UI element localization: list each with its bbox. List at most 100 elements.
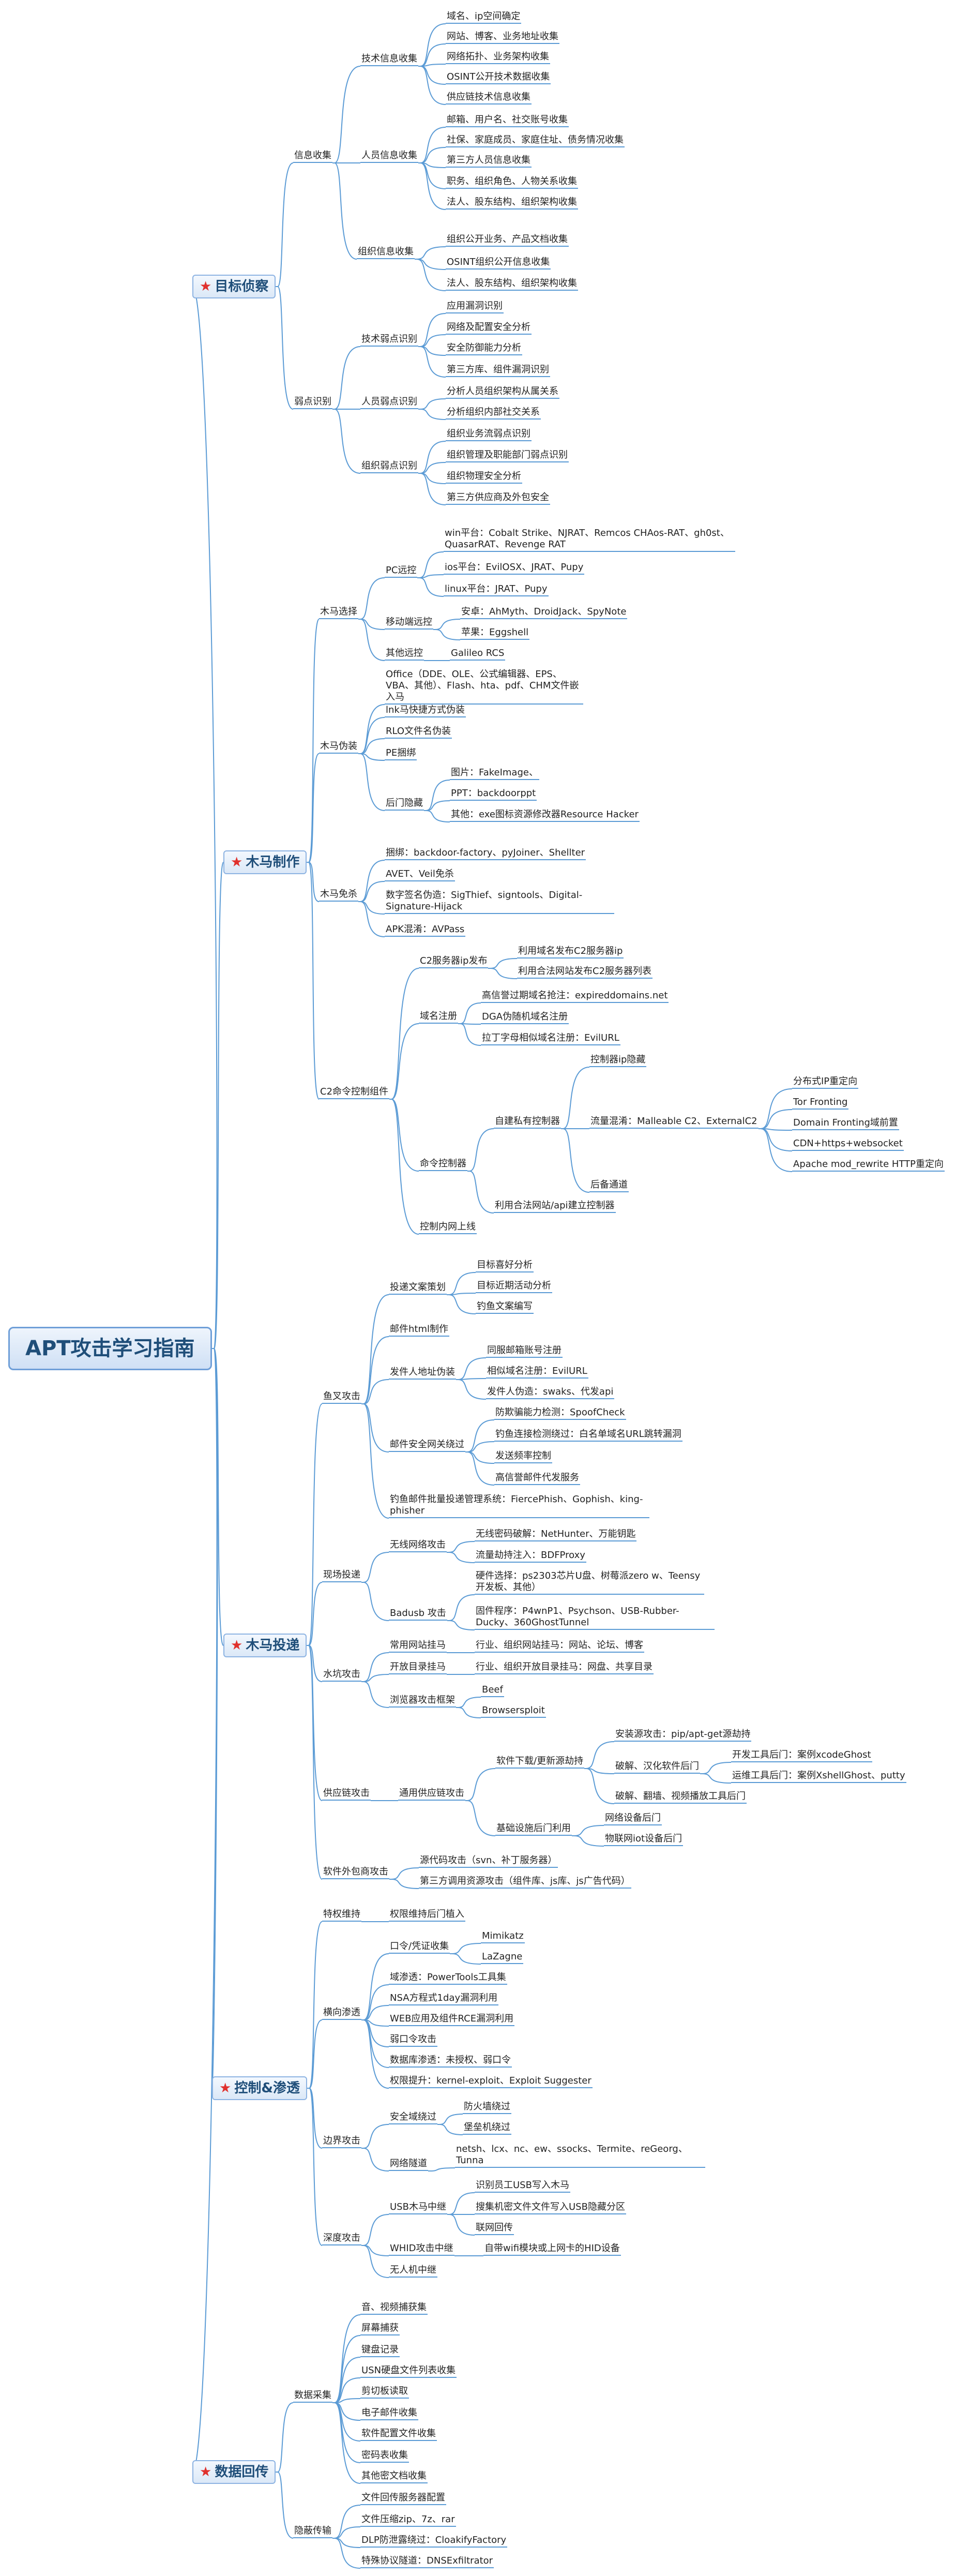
leaf-lateral-4[interactable]: 数据库渗透：未授权、弱口令 (389, 2055, 512, 2068)
leaf-bypass-0[interactable]: 防欺骗能力检测：SpoofCheck (494, 1407, 626, 1420)
leaf-cred-0[interactable]: Mimikatz (481, 1930, 525, 1943)
leaf-bypass-2[interactable]: 发送频率控制 (494, 1450, 552, 1463)
leaf-domain-0[interactable]: 高信誉过期域名抢注：expireddomains.net (481, 990, 669, 1003)
leaf-collect-8[interactable]: 其他密文档收集 (360, 2470, 428, 2483)
leaf-rlo[interactable]: RLO文件名伪装 (385, 726, 452, 739)
branch-other-rc[interactable]: 其他远控 (385, 648, 424, 661)
leaf-people-info-4[interactable]: 法人、股东结构、组织架构收集 (446, 197, 578, 209)
leaf-pic[interactable]: 图片：FakeImage、 (450, 767, 539, 780)
leaf-org-info-1[interactable]: OSINT组织公开信息收集 (446, 257, 551, 269)
branch-bypass[interactable]: 邮件安全网关绕过 (389, 1439, 465, 1452)
branch-trojan-evade[interactable]: 木马免杀 (319, 889, 358, 902)
leaf-people-info-1[interactable]: 社保、家庭成员、家庭住址、债务情况收集 (446, 134, 625, 147)
leaf-org-weak-2[interactable]: 组织物理安全分析 (446, 471, 522, 484)
leaf-tech-weak-0[interactable]: 应用漏洞识别 (446, 301, 504, 313)
leaf-pe[interactable]: PE捆绑 (385, 747, 417, 760)
leaf-cred-1[interactable]: LaZagne (481, 1951, 524, 1964)
leaf-whid[interactable]: 自带wifi模块或上网卡的HID设备 (483, 2243, 621, 2256)
leaf-traffic-0[interactable]: 分布式IP重定向 (792, 1076, 859, 1089)
leaf-lateral-2[interactable]: WEB应用及组件RCE漏洞利用 (389, 2013, 515, 2026)
leaf-lateral-1[interactable]: NSA方程式1day漏洞利用 (389, 1993, 499, 2005)
leaf-collect-2[interactable]: 键盘记录 (360, 2344, 400, 2357)
leaf-lateral-3[interactable]: 弱口令攻击 (389, 2034, 437, 2047)
branch-sec-domain[interactable]: 安全域绕过 (389, 2111, 437, 2124)
leaf-tech-weak-2[interactable]: 安全防御能力分析 (446, 342, 522, 355)
leaf-common-site[interactable]: 行业、组织网站挂马：网站、论坛、博客 (475, 1640, 644, 1653)
branch-sender[interactable]: 发件人地址伪装 (389, 1367, 456, 1380)
branch-open-dir[interactable]: 开放目录挂马 (389, 1661, 447, 1674)
leaf-intranet[interactable]: 控制内网上线 (419, 1221, 477, 1234)
branch-deep[interactable]: 深度攻击 (322, 2233, 361, 2245)
branch-tunnel[interactable]: 网络隧道 (389, 2158, 428, 2171)
leaf-tech-info-1[interactable]: 网站、博客、业务地址收集 (446, 31, 559, 44)
branch-watering[interactable]: 水坑攻击 (322, 1669, 361, 1682)
leaf-tech-weak-3[interactable]: 第三方库、组件漏洞识别 (446, 364, 550, 377)
leaf-collect-3[interactable]: USN硬盘文件列表收集 (360, 2365, 457, 2378)
branch-people-info[interactable]: 人员信息收集 (360, 150, 418, 163)
category-control[interactable]: ★控制&渗透 (212, 2076, 307, 2100)
leaf-c2-ip-0[interactable]: 利用域名发布C2服务器ip (517, 946, 624, 958)
leaf-collect-5[interactable]: 电子邮件收集 (360, 2407, 418, 2420)
leaf-tunnel[interactable]: netsh、lcx、nc、ew、ssocks、Termite、reGeorg、T… (455, 2144, 705, 2168)
leaf-badusb-1[interactable]: 固件程序：P4wnP1、Psychson、USB-Rubber-Ducky、36… (475, 1606, 715, 1630)
leaf-org-info-2[interactable]: 法人、股东结构、组织架构收集 (446, 278, 578, 291)
leaf-backup[interactable]: 后备通道 (589, 1179, 629, 1192)
leaf-android[interactable]: 安卓：AhMyth、DroidJack、SpyNote (460, 606, 628, 619)
leaf-traffic-3[interactable]: CDN+https+websocket (792, 1138, 904, 1151)
leaf-wireless-1[interactable]: 流量劫持注入：BDFProxy (475, 1550, 586, 1563)
leaf-install-src[interactable]: 安装源攻击：pip/apt-get源劫持 (614, 1729, 752, 1742)
leaf-crack-0[interactable]: 开发工具后门：案例xcodeGhost (731, 1749, 872, 1762)
branch-transfer[interactable]: 隐蔽传输 (293, 2525, 332, 2538)
leaf-collect-7[interactable]: 密码表收集 (360, 2450, 409, 2463)
leaf-tech-info-4[interactable]: 供应链技术信息收集 (446, 92, 532, 104)
leaf-sec-domain-1[interactable]: 堡垒机绕过 (463, 2122, 511, 2135)
branch-browser[interactable]: 浏览器攻击框架 (389, 1695, 456, 1708)
leaf-domain-1[interactable]: DGA伪随机域名注册 (481, 1011, 569, 1024)
branch-software[interactable]: 软件下载/更新源劫持 (495, 1756, 585, 1769)
branch-outsource[interactable]: 软件外包商攻击 (322, 1866, 389, 1879)
leaf-apple[interactable]: 苹果：Eggshell (460, 627, 530, 640)
branch-usb[interactable]: USB木马中继 (389, 2201, 447, 2214)
category-trojan[interactable]: ★木马制作 (223, 850, 307, 874)
leaf-usb-0[interactable]: 识别员工USB写入木马 (475, 2180, 570, 2193)
leaf-ppt[interactable]: PPT：backdoorppt (450, 788, 537, 801)
branch-phish[interactable]: 鱼叉攻击 (322, 1391, 361, 1404)
branch-lateral[interactable]: 横向渗透 (322, 2007, 361, 2020)
leaf-browser-1[interactable]: Browsersploit (481, 1705, 546, 1718)
leaf-other-hide[interactable]: 其他：exe图标资源修改器Resource Hacker (450, 809, 640, 822)
leaf-org-info-0[interactable]: 组织公开业务、产品文档收集 (446, 234, 569, 247)
leaf-collect-6[interactable]: 软件配置文件收集 (360, 2428, 437, 2441)
leaf-sig[interactable]: 数字签名伪造：SigThief、signtools、Digital-Signat… (385, 890, 614, 914)
leaf-win[interactable]: win平台：Cobalt Strike、NJRAT、Remcos CHAos-R… (444, 528, 735, 552)
branch-self-ctrl[interactable]: 自建私有控制器 (494, 1116, 561, 1129)
category-exfil[interactable]: ★数据回传 (192, 2460, 276, 2484)
branch-info-gather[interactable]: 信息收集 (293, 150, 332, 163)
leaf-bind[interactable]: 捆绑：backdoor-factory、pyJoiner、Shellter (385, 847, 586, 860)
leaf-drone[interactable]: 无人机中继 (389, 2265, 437, 2278)
branch-border[interactable]: 边界攻击 (322, 2135, 361, 2148)
branch-badusb[interactable]: Badusb 攻击 (389, 1608, 447, 1621)
leaf-infra-1[interactable]: 物联网iot设备后门 (604, 1833, 684, 1846)
branch-supply[interactable]: 供应链攻击 (322, 1788, 371, 1801)
branch-via-supply[interactable]: 通用供应链攻击 (398, 1788, 465, 1801)
leaf-usb-2[interactable]: 联网回传 (475, 2222, 514, 2235)
branch-c2[interactable]: C2命令控制组件 (319, 1086, 390, 1099)
branch-cred[interactable]: 口令/凭证收集 (389, 1941, 450, 1954)
leaf-apk[interactable]: APK混淆：AVPass (385, 924, 466, 937)
branch-mobile-rc[interactable]: 移动端远控 (385, 617, 433, 630)
leaf-mail-html[interactable]: 邮件html制作 (389, 1324, 450, 1337)
leaf-collect-1[interactable]: 屏幕捕获 (360, 2323, 400, 2335)
category-delivery[interactable]: ★木马投递 (223, 1634, 307, 1657)
branch-persist[interactable]: 特权维持 (322, 1909, 361, 1922)
leaf-legit-ctrl[interactable]: 利用合法网站/api建立控制器 (494, 1200, 616, 1213)
leaf-transfer-1[interactable]: 文件压缩zip、7z、rar (360, 2514, 456, 2527)
leaf-org-weak-3[interactable]: 第三方供应商及外包安全 (446, 492, 550, 505)
leaf-wireless-0[interactable]: 无线密码破解：NetHunter、万能钥匙 (475, 1529, 637, 1541)
branch-traffic[interactable]: 流量混淆：Malleable C2、ExternalC2 (589, 1116, 758, 1129)
leaf-traffic-2[interactable]: Domain Fronting域前置 (792, 1117, 899, 1130)
leaf-people-weak-0[interactable]: 分析人员组织架构从属关系 (446, 386, 559, 399)
leaf-open-dir[interactable]: 行业、组织开放目录挂马：网盘、共享目录 (475, 1661, 654, 1674)
leaf-sender-0[interactable]: 同服邮箱账号注册 (486, 1345, 563, 1358)
leaf-usb-1[interactable]: 搜集机密文件文件写入USB隐藏分区 (475, 2201, 626, 2214)
branch-whid[interactable]: WHID攻击中继 (389, 2243, 454, 2256)
